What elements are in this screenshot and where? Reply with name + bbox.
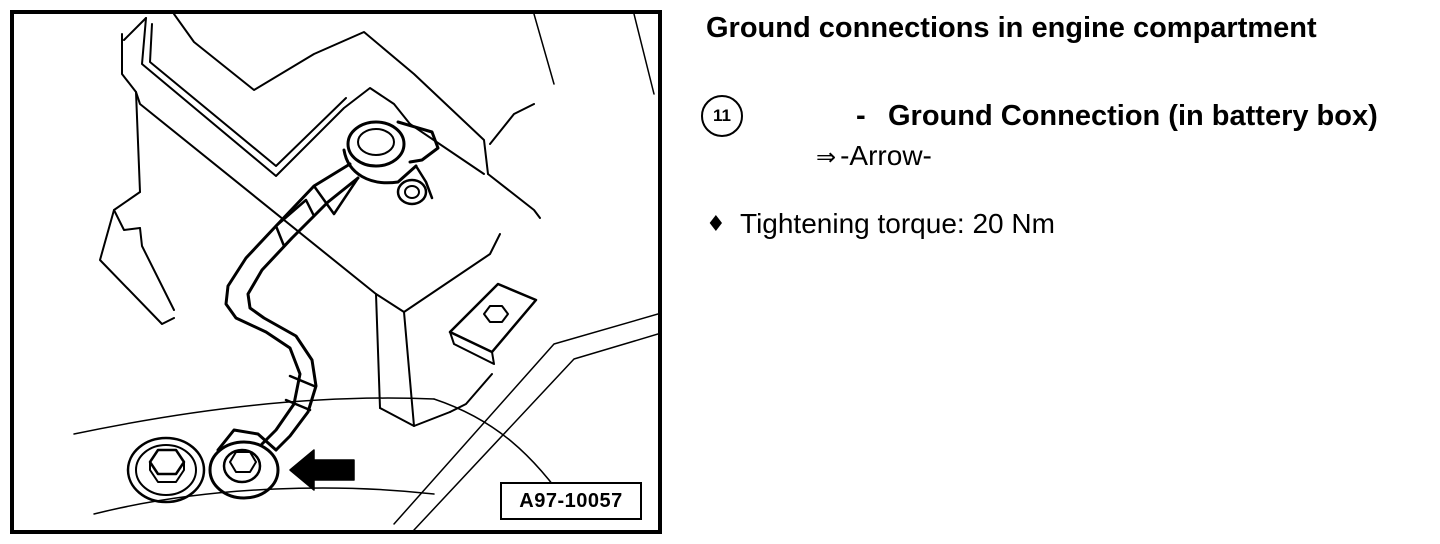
section-heading: Ground connections in engine compartment [706,12,1317,44]
figure-code-label: A97-10057 [500,482,642,520]
item-number-badge: 11 [701,95,743,137]
torque-note: ♦ Tightening torque: 20 Nm [706,206,1055,243]
diamond-bullet-icon: ♦ [706,212,726,237]
reference-text: -Arrow- [840,140,932,171]
torque-note-text: Tightening torque: 20 Nm [740,208,1055,239]
reference-arrow-icon: ⇒ [816,143,837,171]
figure-reference: ⇒-Arrow- [816,138,932,175]
technical-illustration: A97-10057 [10,10,662,534]
item-dash: - [856,100,866,132]
battery-ground-drawing [73,14,658,530]
arrow-left-icon [289,449,355,491]
item-title: Ground Connection (in battery box) [888,100,1378,132]
